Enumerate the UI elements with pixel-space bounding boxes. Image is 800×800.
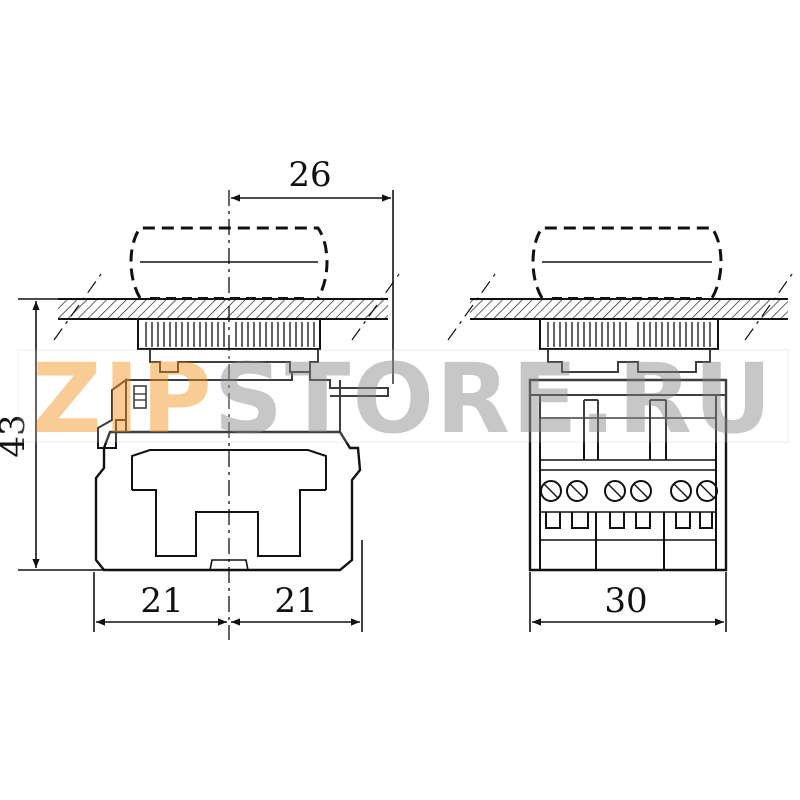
dimension-label-21-left: 21 [140, 581, 183, 621]
bezel-ribs [145, 322, 315, 347]
watermark-store: STORE.RU [214, 343, 774, 455]
svg-text:ZIPSTORE.RU: ZIPSTORE.RU [32, 343, 774, 455]
dimension-label-26: 26 [288, 155, 331, 195]
mounting-panel [58, 299, 388, 319]
side-view [447, 226, 796, 572]
dimension-label-43: 43 [0, 414, 33, 457]
side-contact-body [528, 378, 728, 572]
front-view [53, 226, 403, 572]
terminal-columns [540, 399, 718, 570]
dimension-label-21-right: 21 [274, 581, 317, 621]
contact-block-body [94, 430, 362, 572]
watermark-zip: ZIP [32, 343, 214, 455]
dimension-label-30: 30 [604, 581, 647, 621]
watermark: ZIPSTORE.RU [17, 343, 789, 455]
dimension-lines [18, 190, 727, 632]
